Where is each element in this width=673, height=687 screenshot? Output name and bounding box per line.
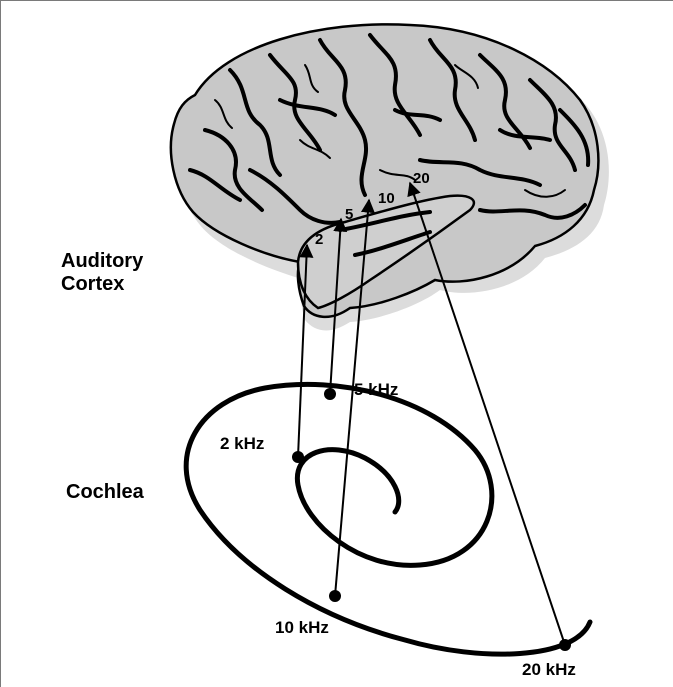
cochlea-point-label-2khz: 2 kHz bbox=[220, 434, 264, 454]
cochlea-point-label-10khz: 10 kHz bbox=[275, 618, 329, 638]
cochlea-label: Cochlea bbox=[66, 481, 144, 504]
cortex-mark-20: 20 bbox=[413, 170, 430, 187]
cochlea-point-label-20khz: 20 kHz bbox=[522, 660, 576, 680]
cortex-mark-10: 10 bbox=[378, 190, 395, 207]
auditory-cortex-line2: Cortex bbox=[61, 273, 143, 296]
point-10khz bbox=[329, 590, 341, 602]
cortex-mark-2: 2 bbox=[315, 231, 323, 248]
cochlea-spiral bbox=[186, 384, 590, 654]
point-5khz bbox=[324, 388, 336, 400]
cortex-mark-5: 5 bbox=[345, 206, 353, 223]
auditory-cortex-line1: Auditory bbox=[61, 250, 143, 273]
point-20khz bbox=[559, 639, 571, 651]
auditory-cortex-label: Auditory Cortex bbox=[61, 250, 143, 296]
point-2khz bbox=[292, 451, 304, 463]
cochlea-point-label-5khz: 5 kHz bbox=[354, 380, 398, 400]
